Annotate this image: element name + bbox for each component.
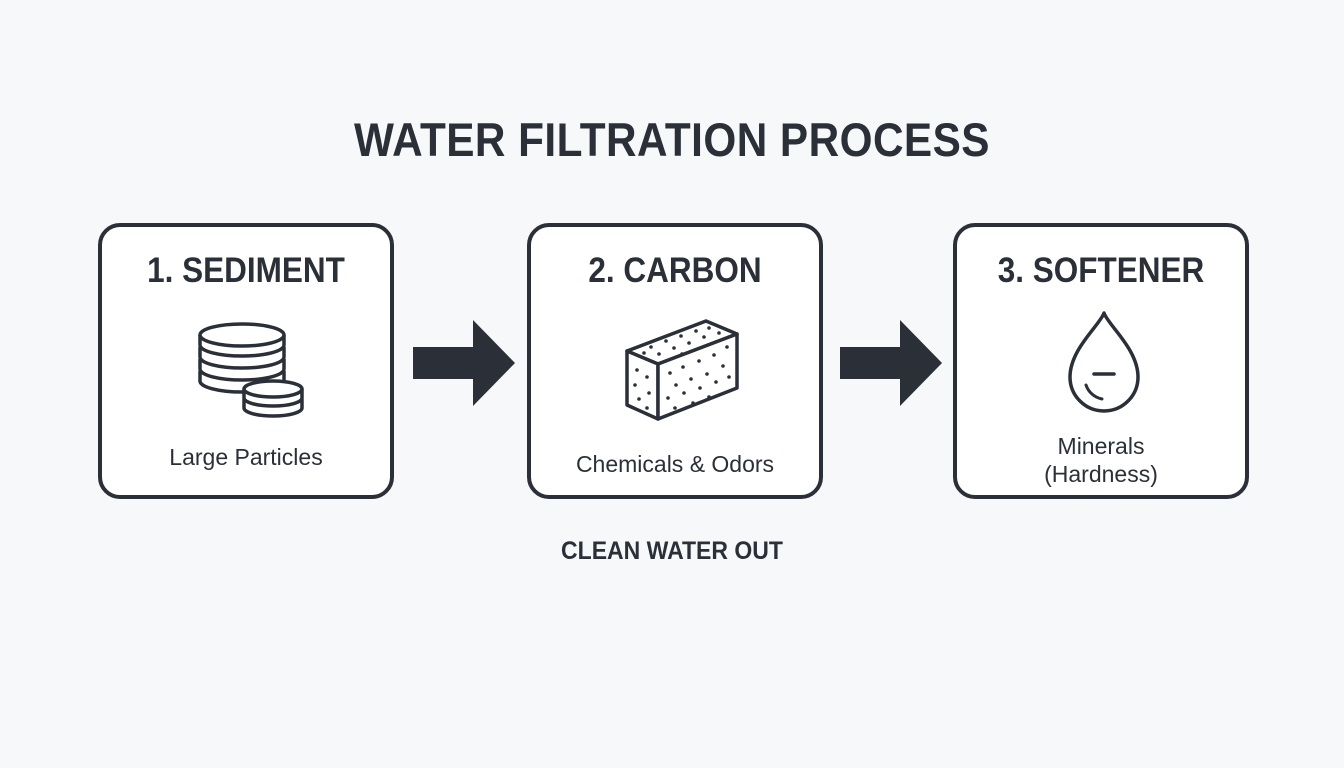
water-drop-icon — [1068, 311, 1140, 413]
stage-description: Chemicals & Odors — [575, 451, 775, 477]
stage-softener: 3. SOFTENER Minerals (Hardness) — [953, 223, 1249, 499]
carbon-block-icon — [625, 319, 739, 421]
right-arrow-icon — [840, 320, 942, 406]
stage-title: 3. SOFTENER — [997, 251, 1205, 290]
output-label: CLEAN WATER OUT — [561, 537, 783, 565]
diagram-title: WATER FILTRATION PROCESS — [354, 113, 990, 166]
right-arrow-icon — [413, 320, 515, 406]
stage-title: 2. CARBON — [588, 251, 762, 290]
sediment-discs-icon — [198, 322, 304, 418]
stage-carbon: 2. CARBON Chemicals & Odo — [527, 223, 823, 499]
stage-title: 1. SEDIMENT — [147, 251, 345, 290]
stage-description: Large Particles — [169, 444, 323, 470]
stage-description: Minerals (Hardness) — [1044, 433, 1158, 487]
stage-sediment: 1. SEDIMENT Large Particles — [98, 223, 394, 499]
